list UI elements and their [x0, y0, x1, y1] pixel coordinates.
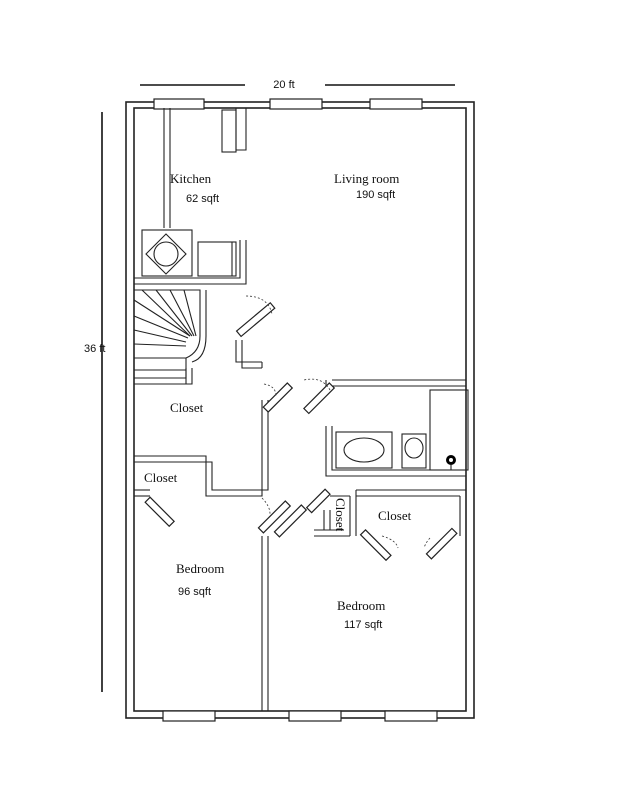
- door-closet-d-left: [359, 529, 392, 562]
- door-bathroom: [303, 382, 336, 415]
- window-kitchen: [153, 98, 205, 110]
- bedroom-2-label: Bedroom: [337, 598, 385, 613]
- bedroom-1-label: Bedroom: [176, 561, 224, 576]
- door-stair: [235, 301, 276, 338]
- window-bedroom-2b: [384, 710, 438, 722]
- fridge: [197, 241, 237, 277]
- interior-walls: [134, 340, 466, 711]
- window-bedroom-1: [162, 710, 216, 722]
- room-labels: Kitchen 62 sqft Living room 190 sqft Clo…: [144, 171, 412, 631]
- kitchen-area: [134, 108, 247, 285]
- door-closet-d-right: [425, 527, 458, 560]
- bathtub-basin: [343, 437, 385, 463]
- toilet-bowl: [404, 437, 424, 459]
- closet-b-label: Closet: [144, 470, 178, 485]
- kitchen-label: Kitchen: [170, 171, 212, 186]
- window-bedroom-2a: [288, 710, 342, 722]
- living-room-area-label: 190 sqft: [356, 189, 395, 201]
- stove-diamond: [145, 233, 187, 275]
- door-bedroom-1: [257, 500, 292, 534]
- window-living-2: [369, 98, 423, 110]
- bathroom: [335, 389, 469, 471]
- stove-burner: [153, 241, 179, 267]
- living-room-label: Living room: [334, 171, 399, 186]
- stairs: [133, 289, 207, 385]
- closet-a-label: Closet: [170, 400, 204, 415]
- closet-d-label: Closet: [378, 508, 412, 523]
- door-closet-a: [262, 382, 294, 413]
- height-label: 36 ft: [84, 343, 105, 355]
- width-label: 20 ft: [273, 79, 294, 91]
- width-dimension: 20 ft: [140, 79, 455, 91]
- kitchen-area-label: 62 sqft: [186, 193, 219, 205]
- door-closet-b: [144, 496, 175, 528]
- bedroom-2-area-label: 117 sqft: [344, 619, 382, 631]
- bathtub: [335, 431, 393, 469]
- closet-c-label: Closet: [333, 498, 348, 532]
- toilet: [401, 433, 427, 469]
- kitchen-counter-top: [221, 109, 237, 153]
- windows: [153, 98, 438, 722]
- shower: [429, 389, 469, 471]
- height-dimension: 36 ft: [84, 112, 105, 692]
- doors: [144, 295, 458, 562]
- bedroom-1-area-label: 96 sqft: [178, 586, 211, 598]
- door-bedroom-2: [273, 504, 308, 538]
- stove: [141, 229, 193, 277]
- door-closet-c: [305, 488, 331, 514]
- window-living-1: [269, 98, 323, 110]
